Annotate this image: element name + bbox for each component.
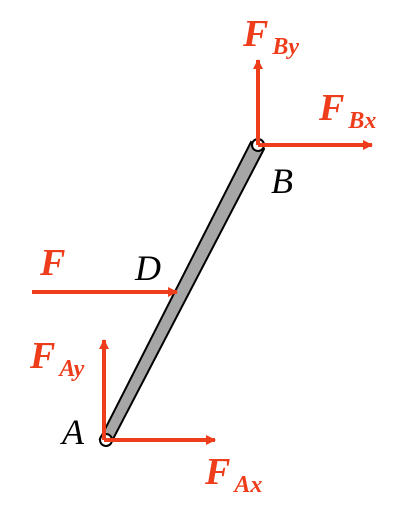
force-fay-label: F Ay xyxy=(29,335,85,382)
force-fbx-label: F Bx xyxy=(318,87,376,134)
force-fax-sub: Ax xyxy=(232,472,262,498)
force-fby-sub: By xyxy=(271,34,299,60)
force-fax-main: F xyxy=(204,451,230,493)
force-f-label: F xyxy=(39,242,65,284)
point-a-label: A xyxy=(60,412,85,452)
force-fay-sub: Ay xyxy=(57,356,84,382)
force-fbx-main: F xyxy=(318,87,344,129)
force-fby-main: F xyxy=(242,13,268,55)
force-fbx-sub: Bx xyxy=(347,108,376,134)
force-fax-label: F Ax xyxy=(204,451,262,498)
force-fby-label: F By xyxy=(242,13,299,60)
point-d-label: D xyxy=(134,248,161,288)
force-f-main: F xyxy=(39,242,65,284)
force-fay-main: F xyxy=(29,335,55,377)
point-b-label: B xyxy=(271,161,293,201)
